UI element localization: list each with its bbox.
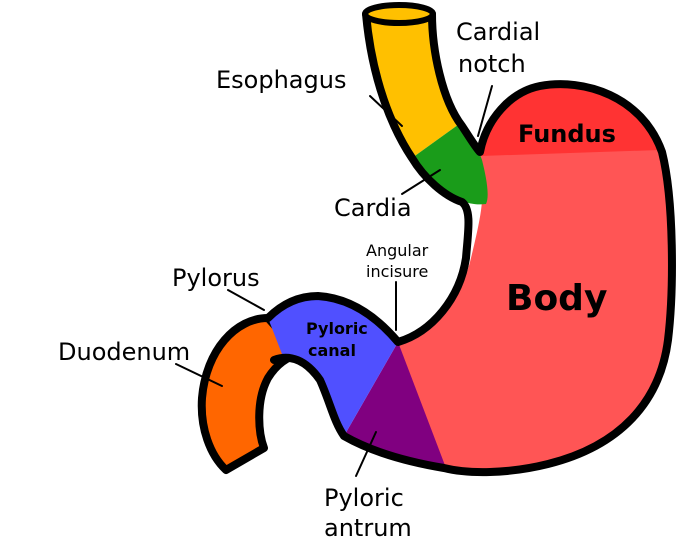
stomach-outline <box>264 10 473 346</box>
label-pyloric-antrum-line1: Pyloric <box>324 484 404 512</box>
label-pylorus: Pylorus <box>172 264 260 292</box>
label-duodenum: Duodenum <box>58 338 190 366</box>
region-pyloric-canal <box>268 298 398 436</box>
label-pyloric-canal-line2: canal <box>308 341 356 360</box>
label-angular-incisure-line2: incisure <box>366 262 428 281</box>
label-body: Body <box>506 278 607 319</box>
region-fundus <box>480 84 660 156</box>
region-pyloric-antrum <box>344 342 446 468</box>
leader-pylorus <box>227 289 265 311</box>
region-body <box>398 150 672 472</box>
leader-cardia <box>401 169 441 195</box>
label-pyloric-antrum-line2: antrum <box>324 514 412 540</box>
label-cardial-notch-line2: notch <box>458 50 526 78</box>
esophagus-opening <box>362 2 436 26</box>
leader-esophagus <box>369 95 403 127</box>
label-fundus: Fundus <box>518 120 616 148</box>
label-cardia: Cardia <box>334 194 412 222</box>
leader-pyloric-antrum <box>355 431 377 477</box>
region-esophagus <box>366 14 462 158</box>
label-pyloric-canal-line1: Pyloric <box>306 319 368 338</box>
leader-cardial-notch <box>477 85 493 137</box>
label-angular-incisure-line1: Angular <box>366 241 429 260</box>
label-cardial-notch-line1: Cardial <box>456 18 540 46</box>
stomach-outline-outer <box>270 10 676 477</box>
label-esophagus: Esophagus <box>216 66 346 94</box>
leader-duodenum <box>175 363 223 387</box>
